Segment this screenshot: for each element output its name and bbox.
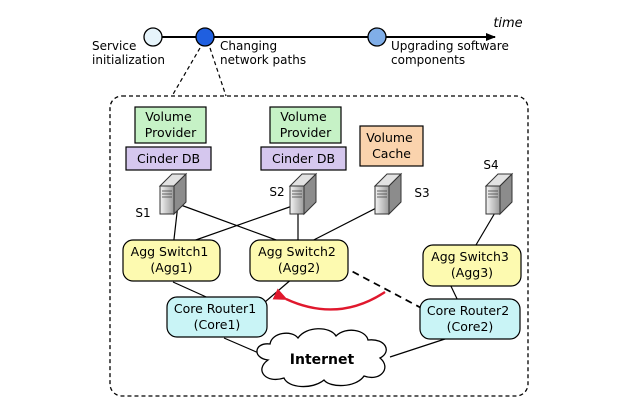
event-upgrading-software-marker — [367, 27, 387, 47]
agg-switch-2: Agg Switch2 (Agg2) — [249, 239, 349, 282]
cinder-db-box-2: Cinder DB — [260, 146, 347, 171]
event-changing-network-paths-marker — [195, 27, 215, 47]
svg-text:Volume Provider: Volume Provider — [145, 109, 197, 140]
svg-text:Core Router2 (Core2): Core Router2 (Core2) — [427, 303, 513, 334]
svg-text:Volume Provider: Volume Provider — [280, 109, 332, 140]
event-service-initialization-label: Service initialization — [92, 39, 165, 67]
svg-text:Cinder DB: Cinder DB — [137, 151, 200, 166]
timeline-axis-label: time — [493, 16, 522, 31]
server-s2: S2 — [269, 172, 318, 216]
agg-switch-1: Agg Switch1 (Agg1) — [122, 239, 221, 282]
zoom-connector-right — [209, 47, 227, 97]
event-upgrading-software-label: Upgrading software components — [391, 39, 513, 67]
server-icon — [484, 172, 514, 216]
svg-text:Core Router1 (Core1): Core Router1 (Core1) — [174, 301, 260, 332]
server-label: S4 — [483, 158, 498, 172]
volume-cache-box: Volume Cache — [359, 125, 424, 167]
volume-provider-box-2: Volume Provider — [269, 106, 342, 144]
path-change-arrow — [272, 288, 386, 311]
internet-cloud: Internet — [256, 328, 387, 388]
svg-text:Agg Switch2 (Agg2): Agg Switch2 (Agg2) — [258, 244, 340, 275]
cinder-db-box-1: Cinder DB — [125, 146, 212, 171]
server-icon — [288, 172, 318, 216]
svg-text:Agg Switch1 (Agg1): Agg Switch1 (Agg1) — [131, 244, 213, 275]
svg-text:Agg Switch3 (Agg3): Agg Switch3 (Agg3) — [431, 249, 513, 280]
volume-provider-box-1: Volume Provider — [134, 106, 207, 144]
server-s3: S3 — [373, 172, 430, 216]
server-s4: S4 — [483, 158, 514, 216]
svg-text:Cinder DB: Cinder DB — [272, 151, 335, 166]
core-router-1: Core Router1 (Core1) — [166, 296, 268, 338]
server-label: S1 — [135, 206, 150, 220]
core-router-2: Core Router2 (Core2) — [419, 298, 521, 340]
server-label: S2 — [269, 185, 284, 199]
zoom-connector-left — [171, 47, 201, 97]
zoom-frame — [109, 95, 529, 397]
timeline: time Service initialization Changing net… — [92, 16, 523, 97]
server-icon — [373, 172, 403, 216]
svg-text:Volume Cache: Volume Cache — [366, 130, 416, 161]
server-s1: S1 — [135, 172, 188, 220]
cloud-icon — [256, 328, 387, 388]
event-changing-network-paths-label: Changing network paths — [220, 39, 306, 67]
removed-link-agg2-core2 — [341, 265, 426, 311]
agg-switch-3: Agg Switch3 (Agg3) — [422, 244, 522, 287]
event-service-initialization-marker — [143, 27, 163, 47]
server-label: S3 — [414, 186, 429, 200]
svg-text:Internet: Internet — [290, 352, 355, 368]
server-icon — [158, 172, 188, 216]
